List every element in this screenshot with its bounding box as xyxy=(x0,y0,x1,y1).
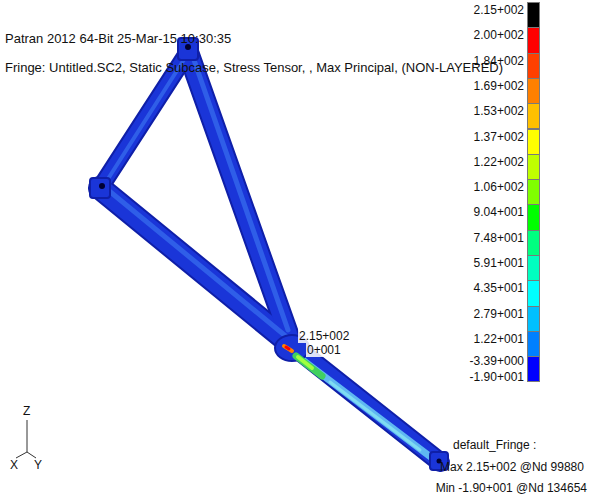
color-swatch xyxy=(527,2,540,28)
color-swatch xyxy=(527,230,540,256)
scale-value: 1.84+002 xyxy=(474,54,524,68)
scale-value: 1.22+002 xyxy=(474,155,524,169)
plot-header: Patran 2012 64-Bit 25-Mar-15 10:30:35 xyxy=(5,31,231,46)
scale-value: 1.69+002 xyxy=(474,79,524,93)
color-swatch xyxy=(527,204,540,230)
axis-label: X xyxy=(10,458,18,472)
axis-label: Z xyxy=(23,404,30,418)
color-swatch xyxy=(527,78,540,104)
scale-value: 2.15+002 xyxy=(474,3,524,17)
max-summary: Max 2.15+002 @Nd 99880 xyxy=(440,460,584,474)
marker-value: 0+001 xyxy=(306,343,342,357)
scale-value: 5.91+001 xyxy=(474,256,524,270)
max-marker-value: 2.15+002 xyxy=(298,329,350,343)
scale-value: 1.22+001 xyxy=(474,332,524,346)
color-swatch xyxy=(527,129,540,155)
axis-triad xyxy=(16,420,36,458)
scale-value: 9.04+001 xyxy=(474,205,524,219)
scale-value: -1.90+001 xyxy=(470,370,524,384)
scale-value: 1.53+002 xyxy=(474,104,524,118)
scale-value: 4.35+001 xyxy=(474,281,524,295)
color-swatch xyxy=(527,331,540,357)
scale-value: 2.79+001 xyxy=(474,307,524,321)
color-swatch xyxy=(527,280,540,306)
axis-label: Y xyxy=(34,458,42,472)
scale-value: 1.06+002 xyxy=(474,180,524,194)
fringe-name: default_Fringe : xyxy=(453,438,536,452)
fringe-header: Fringe: Untitled.SC2, Static Subcase, St… xyxy=(5,60,503,75)
scale-value: 7.48+001 xyxy=(474,231,524,245)
color-swatch xyxy=(527,27,540,53)
color-swatch xyxy=(527,306,540,332)
color-swatch xyxy=(527,154,540,180)
color-swatch xyxy=(527,255,540,281)
min-summary: Min -1.90+001 @Nd 134654 xyxy=(436,481,587,495)
color-swatch xyxy=(527,103,540,129)
color-swatch xyxy=(527,356,540,382)
scale-value: -3.39+000 xyxy=(470,354,524,368)
scale-value: 2.00+002 xyxy=(474,28,524,42)
color-swatch xyxy=(527,53,540,79)
color-swatch xyxy=(527,179,540,205)
a-arm-part xyxy=(90,38,448,470)
scale-value: 1.37+002 xyxy=(474,130,524,144)
